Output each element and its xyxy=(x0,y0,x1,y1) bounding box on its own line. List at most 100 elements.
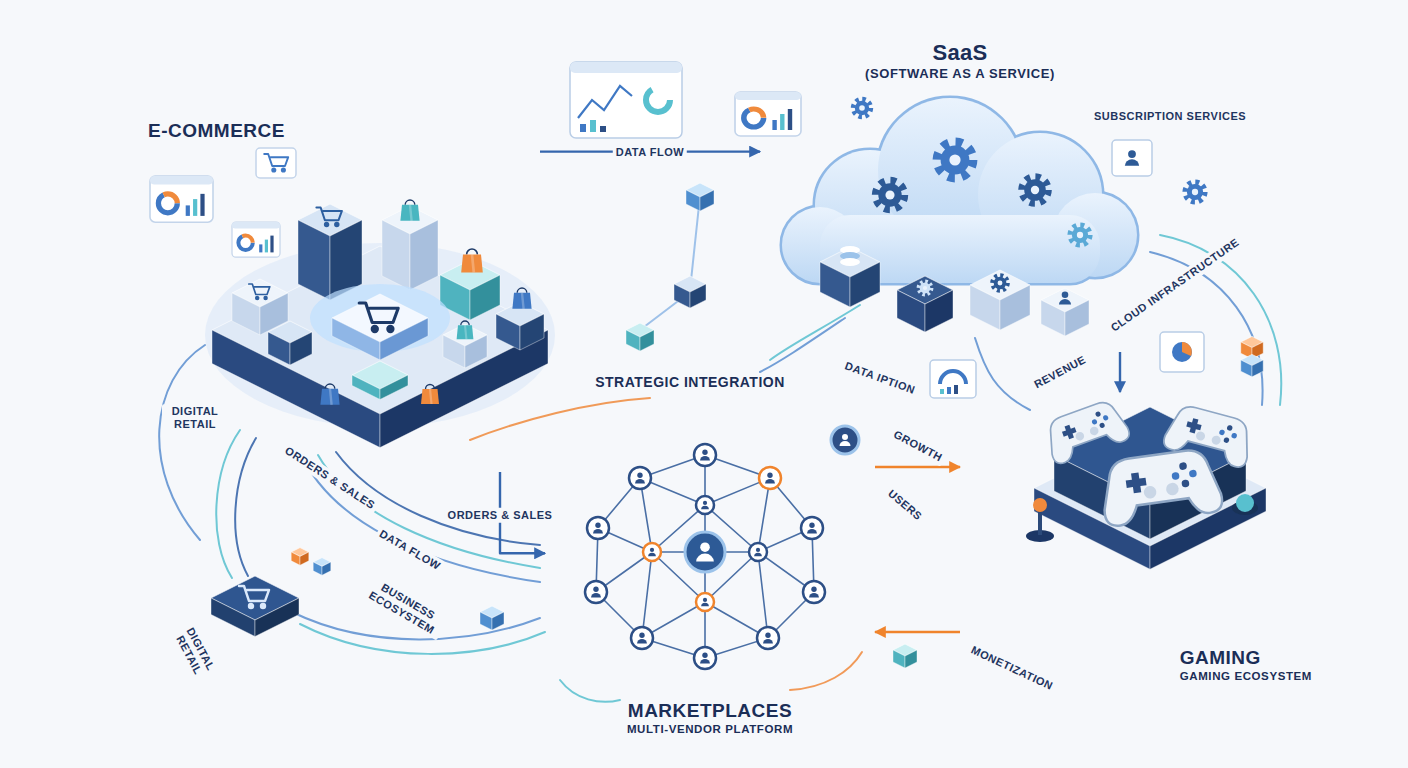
marketplace-network-part-part xyxy=(801,517,823,539)
marketplace-network-part-part xyxy=(701,598,709,606)
ecommerce-illustration-part xyxy=(512,288,531,309)
saas-illustration-part xyxy=(735,92,801,136)
connector-label: MONETIZATION xyxy=(966,641,1058,694)
heading-text: MARKETPLACES xyxy=(627,700,793,723)
gaming-illustration-part xyxy=(1236,494,1254,512)
ecommerce-illustration-part xyxy=(686,183,714,211)
ecommerce-illustration-part xyxy=(570,62,682,73)
marketplace-network-part-part xyxy=(635,473,645,484)
ecommerce-illustration-part xyxy=(600,126,606,132)
marketplace-network-part-part xyxy=(696,496,714,514)
saas-illustration-part xyxy=(1241,354,1263,376)
flow-lines-part xyxy=(760,318,845,372)
saas-illustration-part xyxy=(1160,332,1204,372)
ecommerce-illustration-part xyxy=(461,249,483,272)
ecommerce-illustration-part xyxy=(264,154,288,172)
ecommerce-illustration-part xyxy=(578,86,632,118)
flow-label: SUBSCRIPTION SERVICES xyxy=(1091,109,1249,124)
node-heading: GAMINGGAMING ECOSYSTEM xyxy=(1180,647,1312,684)
saas-illustration-part xyxy=(876,181,905,210)
saas-illustration-part xyxy=(1125,150,1139,166)
connector-label: DATA FLOW xyxy=(613,145,687,160)
saas-illustration xyxy=(735,92,1263,398)
subheading-text: MULTI-VENDOR PLATFORM xyxy=(627,723,793,737)
ecommerce-illustration-part xyxy=(268,321,312,365)
marketplace-network-part-part xyxy=(803,581,825,603)
saas-illustration-part xyxy=(840,258,860,266)
saas-illustration-part xyxy=(1182,342,1192,356)
saas-illustration-part xyxy=(930,360,976,398)
ecommerce-illustration-part xyxy=(646,88,670,112)
flow-connector xyxy=(1119,352,1121,392)
saas-illustration-part xyxy=(992,275,1007,290)
ecommerce-illustration-part xyxy=(249,284,270,299)
ecommerce-illustration-part xyxy=(480,606,504,630)
ecommerce-illustration-part xyxy=(239,586,269,608)
marketplace-network-part xyxy=(831,426,859,454)
platform-region: MARKETPLACESMULTI-VENDOR PLATFORM xyxy=(545,398,875,743)
flow-label: DIGITAL RETAIL xyxy=(162,404,228,431)
connector-label: ORDERS & SALES xyxy=(445,508,556,523)
connector-label: GROWTH xyxy=(888,426,947,467)
flow-lines-part xyxy=(470,398,650,440)
flow-connector xyxy=(875,631,960,633)
marketplace-network-part-part xyxy=(593,523,603,534)
ecommerce-illustration-part xyxy=(496,302,544,350)
marketplace-network-part-part xyxy=(694,444,716,466)
ecommerce-illustration-part xyxy=(352,361,408,400)
saas-illustration-part xyxy=(970,270,1030,330)
marketplace-network-part-part xyxy=(585,581,607,603)
node-heading: E-COMMERCE xyxy=(148,120,285,143)
marketplace-network-part-part xyxy=(591,587,601,598)
flow-label: STRATEGIC INTEGRATION xyxy=(592,373,788,391)
marketplace-network-part-part xyxy=(643,543,661,561)
saas-illustration-part xyxy=(1059,291,1071,304)
marketplace-network-part-part xyxy=(754,548,762,556)
ecommerce-illustration-part xyxy=(320,384,339,405)
connector-label: REVENUE xyxy=(1029,351,1091,393)
marketplace-network-part-part xyxy=(701,501,709,509)
flow-lines-part xyxy=(640,196,700,330)
ecommerce-illustration-part xyxy=(212,246,548,448)
ecommerce-illustration-part xyxy=(400,200,419,221)
ecommerce-illustration-part xyxy=(316,208,342,227)
flow-label: ORDERS & SALES xyxy=(280,442,381,515)
flow-label: DATA FLOW xyxy=(374,525,446,575)
marketplace-network-part-part xyxy=(809,587,819,598)
marketplace-network-part-part xyxy=(587,517,609,539)
flow-connector xyxy=(875,466,960,468)
marketplace-network-part-part xyxy=(637,633,647,644)
marketplace-network-part-part xyxy=(700,450,710,461)
ecommerce-illustration-part xyxy=(359,303,398,332)
ecommerce-illustration-part xyxy=(232,222,280,257)
marketplace-network-part xyxy=(591,450,819,664)
marketplace-network-part-part xyxy=(763,633,773,644)
saas-illustration-part xyxy=(937,142,972,177)
ecommerce-illustration-part xyxy=(674,276,706,308)
saas-illustration-part xyxy=(1172,342,1192,362)
saas-illustration-part xyxy=(940,371,966,384)
marketplace-network-part xyxy=(685,532,725,572)
ecommerce-illustration-part xyxy=(580,124,586,132)
platform-region: GAMINGGAMING ECOSYSTEM xyxy=(960,392,1320,692)
flow-lines-part xyxy=(790,652,862,690)
heading-text: SaaS xyxy=(865,40,1055,66)
heading-text: E-COMMERCE xyxy=(148,120,285,143)
gaming-illustration-part xyxy=(1038,508,1042,535)
saas-illustration-part xyxy=(1041,288,1089,336)
marketplace-network-part-part xyxy=(631,627,653,649)
marketplace-network-part-part xyxy=(765,473,775,484)
flow-lines-part xyxy=(159,345,205,540)
marketplace-network-part-part xyxy=(757,627,779,649)
ecommerce-illustration-part xyxy=(298,204,362,300)
saas-illustration-part xyxy=(1022,177,1048,203)
marketplace-network-part-part xyxy=(694,647,716,669)
subheading-text: (SOFTWARE AS A SERVICE) xyxy=(865,66,1055,82)
ecommerce-illustration-part xyxy=(332,294,428,360)
saas-illustration-part xyxy=(897,276,953,332)
ecommerce-illustration-part xyxy=(570,62,682,138)
marketplace-network-part-part xyxy=(759,467,781,489)
subheading-text: GAMING ECOSYSTEM xyxy=(1180,670,1312,684)
ecommerce-illustration-part xyxy=(590,120,596,132)
ecommerce-illustration-part xyxy=(256,148,296,178)
